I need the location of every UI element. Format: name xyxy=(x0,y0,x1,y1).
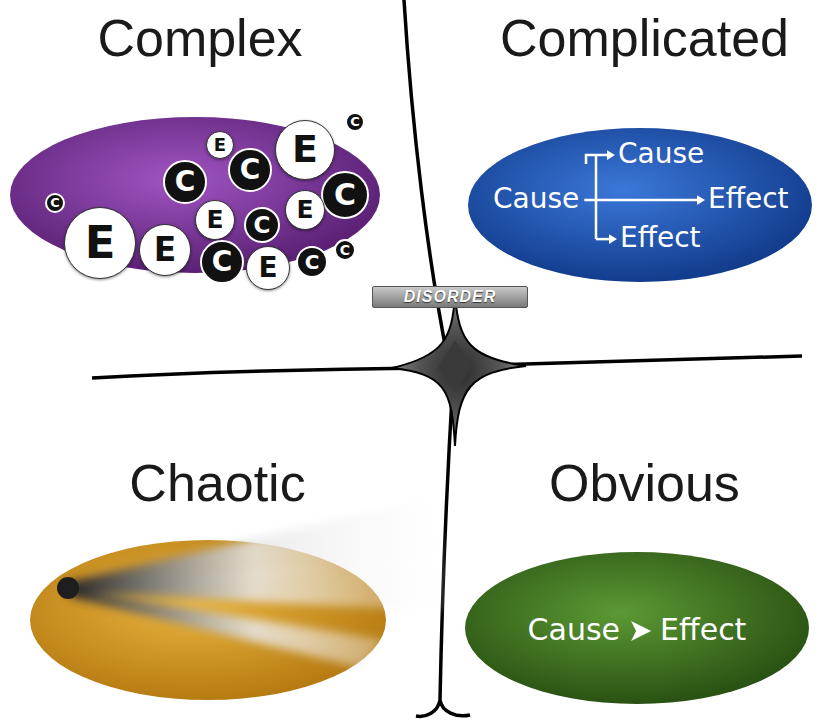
arrow-head xyxy=(697,195,705,205)
effect-disc: E xyxy=(139,224,191,276)
horizontal-stroke-left xyxy=(92,368,440,378)
cause-disc: C xyxy=(163,160,207,204)
cause-disc: C xyxy=(200,240,244,284)
cause-disc: C xyxy=(228,148,272,192)
effect-disc: E xyxy=(195,200,235,240)
effect-disc: E xyxy=(275,120,335,180)
arrow-line xyxy=(596,238,610,241)
arrow-head xyxy=(607,150,615,160)
domain-ellipse xyxy=(468,128,812,282)
arrow-head xyxy=(609,234,617,244)
badge-text: DISORDER xyxy=(373,287,527,307)
cause-disc: C xyxy=(321,171,369,219)
arrow-line xyxy=(595,155,598,239)
cause-effect-word: Cause xyxy=(493,183,579,215)
cause-effect-word: Effect xyxy=(620,222,701,254)
region-layer xyxy=(30,498,475,700)
domain-region: Chaotic xyxy=(25,445,410,707)
cause-disc: C xyxy=(296,246,328,278)
domain-title: Chaotic xyxy=(25,453,410,513)
region-layer xyxy=(465,552,809,704)
center-star xyxy=(392,296,526,446)
effect-disc: E xyxy=(285,190,325,230)
cause-effect-word: Cause xyxy=(618,138,704,170)
cause-disc: C xyxy=(345,112,365,132)
region-layer xyxy=(468,128,812,282)
motion-blur xyxy=(68,498,475,668)
domain-title: Complicated xyxy=(462,8,820,68)
domain-region: ComplexCEECCCCEECEECCCE xyxy=(5,0,395,295)
domain-title: Complex xyxy=(5,8,395,68)
domain-region: ComplicatedCauseCauseEffectEffect xyxy=(462,0,820,292)
effect-disc: E xyxy=(64,207,136,279)
moving-dot xyxy=(57,577,79,599)
domain-ellipse xyxy=(465,552,809,704)
streak xyxy=(70,590,385,668)
domain-title: Obvious xyxy=(462,453,820,513)
cause-disc: C xyxy=(334,239,356,261)
cause-effect-word: Effect xyxy=(660,613,746,648)
cause-disc: C xyxy=(244,207,280,243)
effect-disc: E xyxy=(206,131,234,159)
arrow-head xyxy=(631,621,651,641)
cause-disc: C xyxy=(45,193,65,213)
domain-region: ObviousCause Effect xyxy=(462,445,820,711)
effect-disc: E xyxy=(246,246,290,290)
cause-effect-word: Cause xyxy=(528,613,620,648)
disorder-badge: DISORDER xyxy=(372,286,528,308)
cause-effect-word: Effect xyxy=(708,183,789,215)
center-diamond xyxy=(438,340,472,392)
arrow-line xyxy=(584,199,698,202)
